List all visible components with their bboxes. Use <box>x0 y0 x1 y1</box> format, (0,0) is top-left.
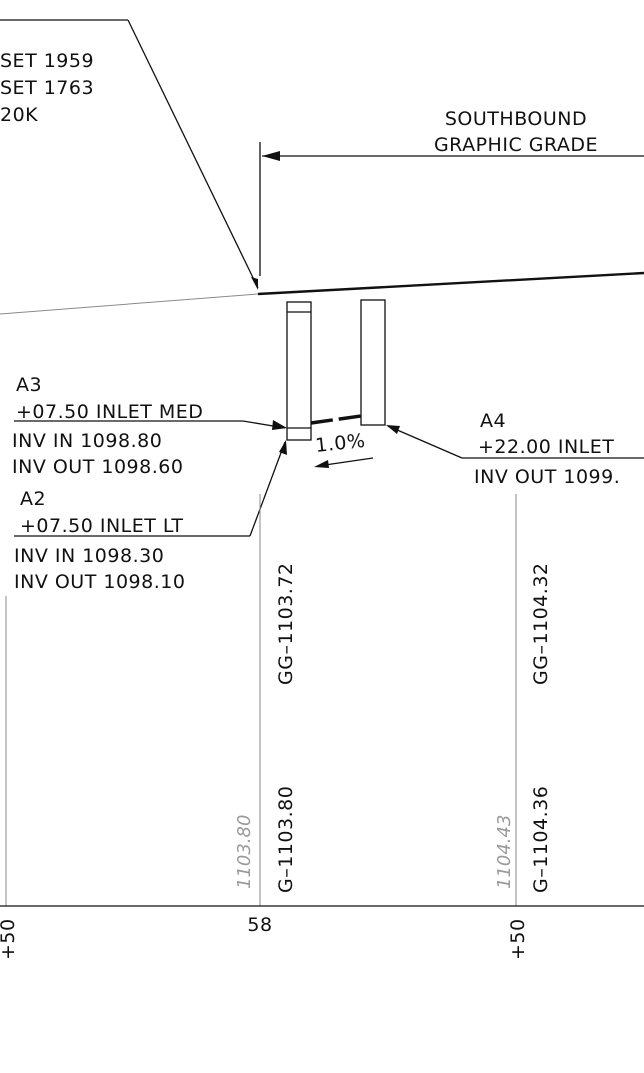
a3-leader-arrowhead <box>272 420 287 430</box>
existing-ground-line <box>0 293 259 315</box>
a4-inv-out: INV OUT 1099. <box>474 466 620 488</box>
grade-label-line1: SOUTHBOUND <box>445 108 587 130</box>
sta58p50-gg-elevation: GG–1104.32 <box>530 562 552 685</box>
pipe-slope-label: 1.0% <box>314 430 366 457</box>
proposed-grade-line <box>257 271 644 296</box>
a2-inv-in: INV IN 1098.30 <box>14 545 164 567</box>
storm-pipe <box>310 414 362 425</box>
a2-leader-arrowhead <box>279 440 287 455</box>
a2-id: A2 <box>20 488 46 510</box>
grade-dimension-arrowhead <box>262 151 280 161</box>
a2-leader-diagonal <box>249 441 286 537</box>
grade-label-line2: GRAPHIC GRADE <box>434 134 598 156</box>
sta58-existing-elevation: 1103.80 <box>234 815 255 889</box>
a4-station: +22.00 INLET <box>478 436 614 458</box>
a3-inv-in: INV IN 1098.80 <box>12 430 162 452</box>
station-label-58: 58 <box>247 914 272 936</box>
note-set-1959: SET 1959 <box>0 50 94 72</box>
a4-leader-arrowhead <box>386 425 400 434</box>
sta58p50-g-elevation: G–1104.36 <box>530 786 552 893</box>
a2-station: +07.50 INLET LT <box>20 515 183 537</box>
a3-inv-out: INV OUT 1098.60 <box>12 456 183 478</box>
sta58-gg-elevation: GG–1103.72 <box>275 562 297 685</box>
a4-id: A4 <box>480 410 506 432</box>
slope-arrowhead <box>314 460 329 468</box>
sta58-g-elevation: G–1103.80 <box>275 786 297 893</box>
top-leader-diagonal <box>127 19 259 289</box>
inlet-structure-a3-a2 <box>286 301 312 441</box>
note-set-1763: SET 1763 <box>0 77 94 99</box>
a3-id: A3 <box>16 374 42 396</box>
inlet-structure-a4 <box>360 299 386 426</box>
top-leader-arrowhead <box>251 277 258 290</box>
a2-inv-out: INV OUT 1098.10 <box>14 571 185 593</box>
note-20k: 20K <box>0 104 38 126</box>
station-label-right: +50 <box>507 918 529 960</box>
sta58p50-existing-elevation: 1104.43 <box>494 815 515 889</box>
a4-leader-diagonal <box>387 425 463 459</box>
station-label-left: +50 <box>0 918 19 960</box>
a3-station: +07.50 INLET MED <box>16 401 203 423</box>
